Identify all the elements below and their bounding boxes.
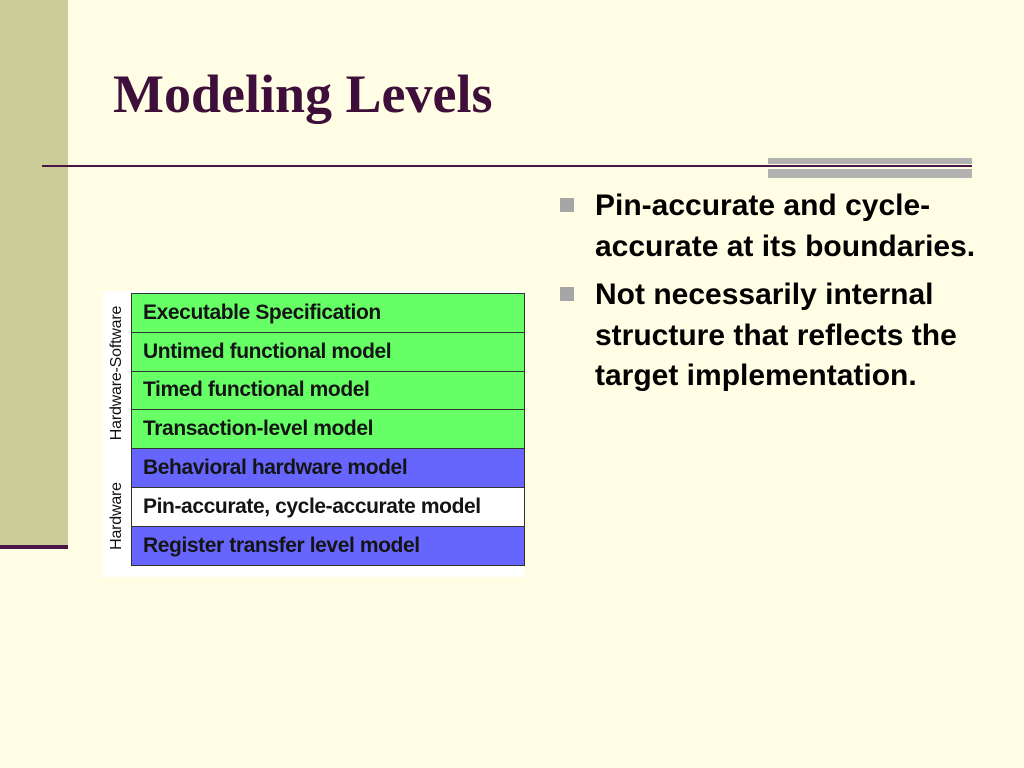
side-label-hardware-software: Hardware-Software [108,305,125,440]
bullet-text: Not necessarily internal structure that … [595,278,957,392]
title-accent-bars [768,158,972,178]
level-register-transfer-level-model: Register transfer level model [132,526,524,566]
bullet-item: Not necessarily internal structure that … [558,275,978,397]
level-behavioral-hardware-model: Behavioral hardware model [132,449,524,488]
bullet-item: Pin-accurate and cycle-accurate at its b… [558,186,978,267]
level-executable-specification: Executable Specification [132,294,524,333]
slide-title: Modeling Levels [113,64,493,124]
level-pin-accurate-cycle-accurate-model: Pin-accurate, cycle-accurate model [132,487,524,527]
bullet-text: Pin-accurate and cycle-accurate at its b… [595,189,976,263]
level-untimed-functional-model: Untimed functional model [132,332,524,372]
left-sidebar-rule [0,545,68,549]
bullet-list: Pin-accurate and cycle-accurate at its b… [558,186,978,405]
side-label-hardware: Hardware [108,481,126,550]
levels-stack: Executable Specification Untimed functio… [131,293,525,566]
level-transaction-level-model: Transaction-level model [132,410,524,450]
left-sidebar-bar [0,0,68,545]
modeling-levels-diagram: Hardware-Software Hardware Executable Sp… [103,291,525,577]
square-bullet-icon [560,287,574,301]
accent-bar-top [768,158,972,164]
square-bullet-icon [560,198,574,212]
level-timed-functional-model: Timed functional model [132,371,524,411]
title-divider [42,165,972,167]
accent-bar-bottom [768,169,972,178]
